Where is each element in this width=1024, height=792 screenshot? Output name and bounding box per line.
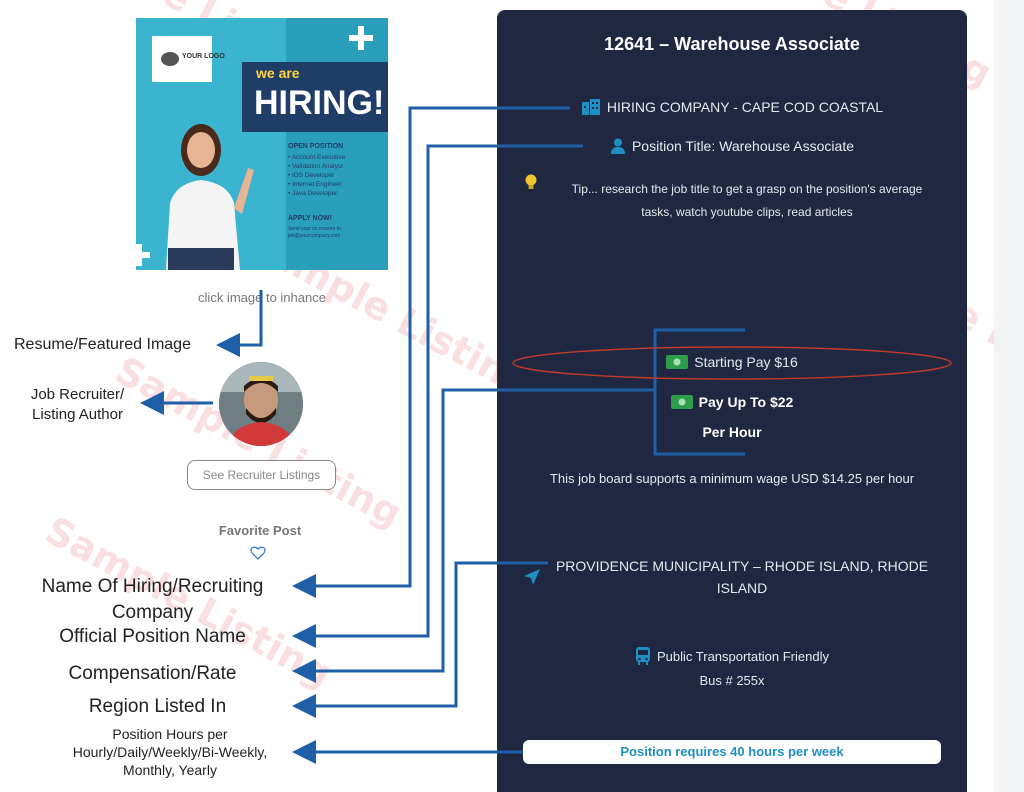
region-line: PROVIDENCE MUNICIPALITY – RHODE ISLAND, … [555, 558, 929, 574]
starting-pay-row: Starting Pay $16 [497, 354, 967, 372]
hiring-text: HIRING! [254, 84, 384, 122]
label-compensation: Compensation/Rate [68, 663, 237, 684]
label-line: Company [111, 602, 194, 623]
apply-line: Send your cv resume to [288, 226, 341, 232]
avatar[interactable] [219, 362, 303, 446]
listing-panel: 12641 – Warehouse Associate HIRING COMPA… [497, 10, 967, 792]
apply-now-text: APPLY NOW! [288, 215, 332, 222]
label-region: Region Listed In [88, 696, 227, 717]
location-arrow-icon [523, 568, 541, 591]
tip-text: Tip... research the job title to get a g… [547, 178, 947, 224]
minimum-wage-text: This job board supports a minimum wage U… [549, 471, 915, 486]
region-line: ISLAND [716, 580, 768, 596]
position-item: • Validation Analyst [288, 163, 343, 170]
lightbulb-icon [524, 174, 538, 197]
hiring-company-row: HIRING COMPANY - CAPE COD COASTAL [497, 99, 967, 118]
label-featured-image: Resume/Featured Image [14, 336, 191, 353]
connector-featured [216, 290, 263, 357]
apply-line: job@yourcompany.com [287, 233, 340, 239]
hiring-company-text: HIRING COMPANY - CAPE COD COASTAL [606, 99, 884, 116]
transport-text: Public Transportation Friendly [657, 648, 829, 664]
connector-region [292, 561, 548, 718]
label-job-recruiter: Job Recruiter/ Listing Author [10, 385, 145, 425]
position-title-text: Position Title: Warehouse Associate [631, 138, 855, 155]
position-title-row: Position Title: Warehouse Associate [497, 138, 967, 157]
label-line: Monthly, Yearly [123, 762, 217, 778]
bus-icon [635, 647, 651, 668]
heart-icon[interactable] [250, 546, 266, 565]
starting-pay-highlight [512, 346, 952, 380]
starting-pay-text: Starting Pay $16 [694, 354, 798, 370]
see-recruiter-listings-button[interactable]: See Recruiter Listings [187, 460, 336, 490]
hours-required-bar: Position requires 40 hours per week [523, 740, 941, 764]
label-line: Name Of Hiring/Recruiting [41, 576, 264, 597]
favorite-post-label: Favorite Post [218, 523, 302, 538]
region-text: PROVIDENCE MUNICIPALITY – RHODE ISLAND, … [547, 555, 937, 599]
per-hour-text: Per Hour [702, 424, 762, 440]
logo-text: YOUR LOGO [182, 53, 225, 60]
position-item: • Internet Engineer [288, 181, 343, 188]
building-icon [581, 99, 601, 118]
compensation-bracket [653, 328, 745, 456]
hiring-poster-graphic: YOUR LOGO we are HIRING! OPEN POSITION •… [136, 18, 388, 270]
pay-up-to-row: Pay Up To $22 [497, 394, 967, 412]
label-position-name: Official Position Name [59, 626, 246, 647]
we-are-text: we are [255, 65, 300, 81]
position-item: • iOS Developer [288, 172, 335, 179]
tip-line: Tip... research the job title to get a g… [571, 182, 923, 196]
money-icon [666, 354, 689, 372]
connector-compensation [292, 388, 655, 683]
label-line: Hourly/Daily/Weekly/Bi-Weekly, [72, 744, 268, 760]
label-company-name: Name Of Hiring/Recruiting Company [20, 574, 285, 626]
label-line: Listing Author [32, 406, 123, 423]
connector-position [292, 144, 583, 648]
pay-up-to-text: Pay Up To $22 [698, 394, 794, 410]
open-position-text: OPEN POSITION [288, 143, 343, 150]
position-item: • Account Executive [288, 154, 346, 161]
tip-line: tasks, watch youtube clips, read article… [641, 205, 853, 219]
label-line: Job Recruiter/ [30, 386, 125, 403]
recruiter-photo [219, 362, 303, 446]
label-position-hours: Position Hours per Hourly/Daily/Weekly/B… [50, 725, 290, 779]
position-item: • Java Developer [288, 190, 338, 197]
bus-number-text: Bus # 255x [699, 673, 765, 688]
featured-image[interactable]: YOUR LOGO we are HIRING! OPEN POSITION •… [136, 18, 388, 270]
connector-company [292, 106, 570, 598]
person-icon [610, 138, 626, 157]
money-icon [670, 394, 693, 412]
job-title: 12641 – Warehouse Associate [604, 34, 860, 54]
transport-row: Public Transportation Friendly [497, 647, 967, 668]
page-edge [994, 0, 1024, 792]
label-line: Position Hours per [112, 726, 228, 742]
